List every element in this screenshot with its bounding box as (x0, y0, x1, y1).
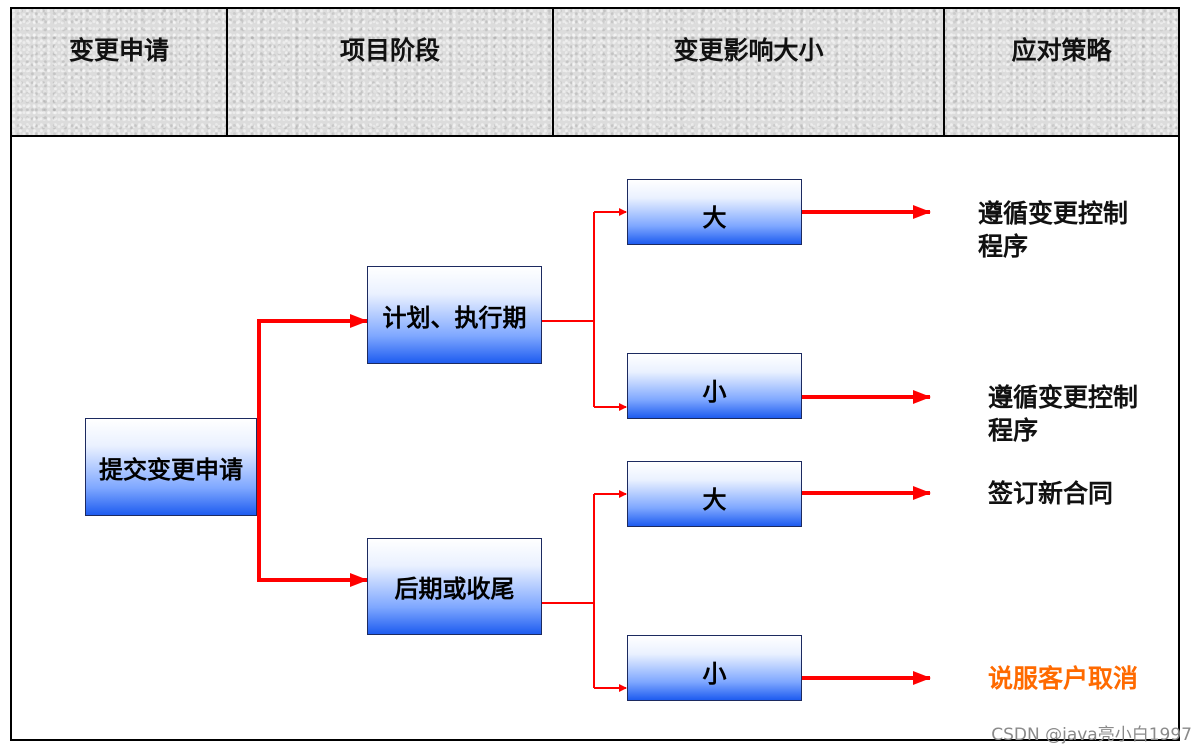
header-cell-strategy: 应对策略 (945, 9, 1178, 135)
header-cell-request: 变更申请 (12, 9, 228, 135)
node-impact-small-1: 小 (627, 353, 802, 419)
node-stage-late: 后期或收尾 (367, 538, 542, 635)
node-impact-large-2: 大 (627, 461, 802, 527)
strategy-text-2: 遵循变更控制程序 (988, 383, 1139, 445)
node-root: 提交变更申请 (85, 418, 257, 516)
strategy-text-1: 遵循变更控制程序 (978, 199, 1129, 261)
header-row: 变更申请 项目阶段 变更影响大小 应对策略 (12, 9, 1178, 137)
header-cell-impact: 变更影响大小 (554, 9, 945, 135)
header-label-impact: 变更影响大小 (673, 36, 824, 65)
header-label-stage: 项目阶段 (339, 36, 440, 65)
connector-late-to-impacts (541, 494, 595, 688)
connector-early-to-impacts (541, 212, 595, 407)
node-impact-large-1: 大 (627, 179, 802, 245)
node-stage-early: 计划、执行期 (367, 266, 542, 364)
node-impact-small-2: 小 (627, 635, 802, 701)
watermark-text: CSDN @java亮小白1997 (991, 725, 1192, 745)
header-label-request: 变更申请 (68, 36, 169, 65)
header-label-strategy: 应对策略 (1011, 36, 1112, 65)
header-cell-stage: 项目阶段 (228, 9, 554, 135)
strategy-text-4: 说服客户取消 (988, 664, 1139, 693)
connector-root-to-stages (256, 319, 366, 582)
strategy-text-3: 签订新合同 (988, 479, 1114, 508)
